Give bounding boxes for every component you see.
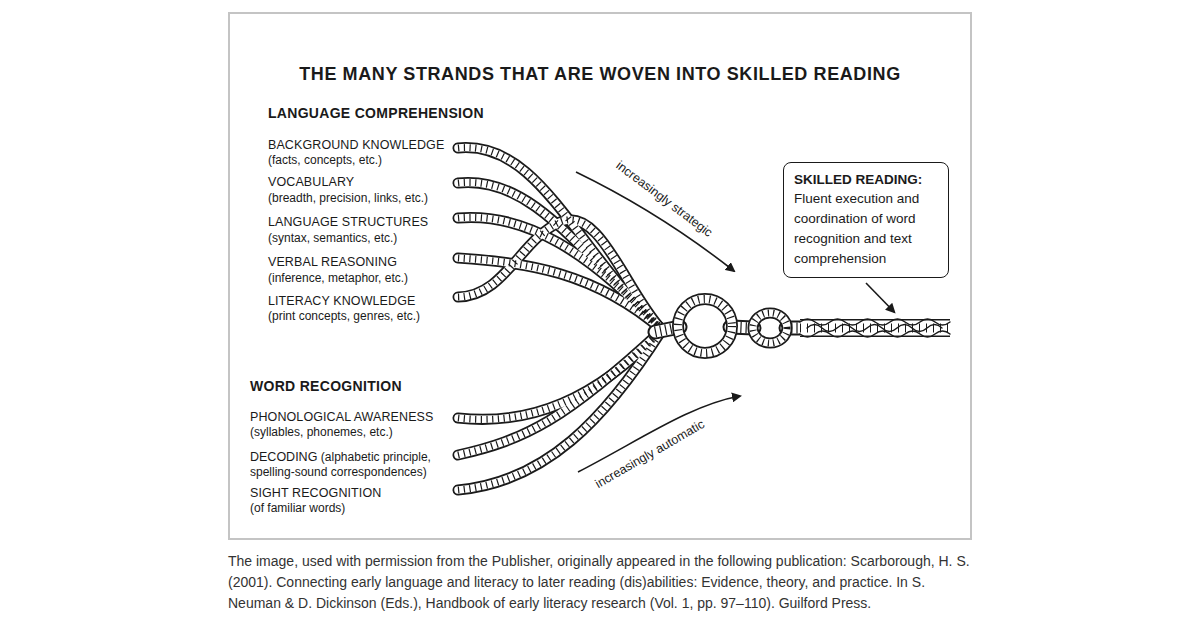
strand-name: LANGUAGE STRUCTURES [268, 215, 428, 230]
strand-twist [458, 148, 662, 490]
group-heading: LANGUAGE COMPREHENSION [268, 105, 484, 121]
braid [800, 319, 950, 337]
callout-leader [866, 283, 894, 312]
strand-note: (inference, metaphor, etc.) [268, 271, 408, 285]
figure-caption: The image, used with permission from the… [228, 551, 980, 614]
callout-box: SKILLED READING:Fluent execution and coo… [783, 162, 949, 278]
strand-name: DECODING [250, 450, 317, 464]
strand-name: PHONOLOGICAL AWARENESS [250, 410, 434, 425]
strand-fill [458, 148, 662, 490]
strand-name: VOCABULARY [268, 175, 354, 190]
automatic-arrow [578, 396, 740, 472]
strand-name: BACKGROUND KNOWLEDGE [268, 138, 444, 153]
strand-note: (syntax, semantics, etc.) [268, 231, 397, 245]
strand-note: (syllables, phonemes, etc.) [250, 425, 393, 439]
callout-heading: SKILLED READING: [794, 171, 938, 189]
strand-name: VERBAL REASONING [268, 255, 397, 270]
frame [229, 13, 971, 539]
strand-note: (facts, concepts, etc.) [268, 153, 382, 167]
strand-note: (breadth, precision, links, etc.) [268, 191, 428, 205]
rope-strands [458, 148, 950, 490]
rope-loops [655, 299, 804, 353]
group-heading: WORD RECOGNITION [250, 378, 402, 394]
strand-outline [458, 148, 662, 490]
strand-name: SIGHT RECOGNITION [250, 486, 381, 501]
strand-name: LITERACY KNOWLEDGE [268, 294, 415, 309]
callout-body: Fluent execution and coordination of wor… [794, 189, 938, 269]
strand-note: (of familiar words) [250, 501, 345, 515]
strand-note: (print concepts, genres, etc.) [268, 309, 420, 323]
diagram-title: THE MANY STRANDS THAT ARE WOVEN INTO SKI… [228, 64, 972, 85]
strand-entry: DECODING (alphabetic principle, spelling… [250, 450, 455, 480]
